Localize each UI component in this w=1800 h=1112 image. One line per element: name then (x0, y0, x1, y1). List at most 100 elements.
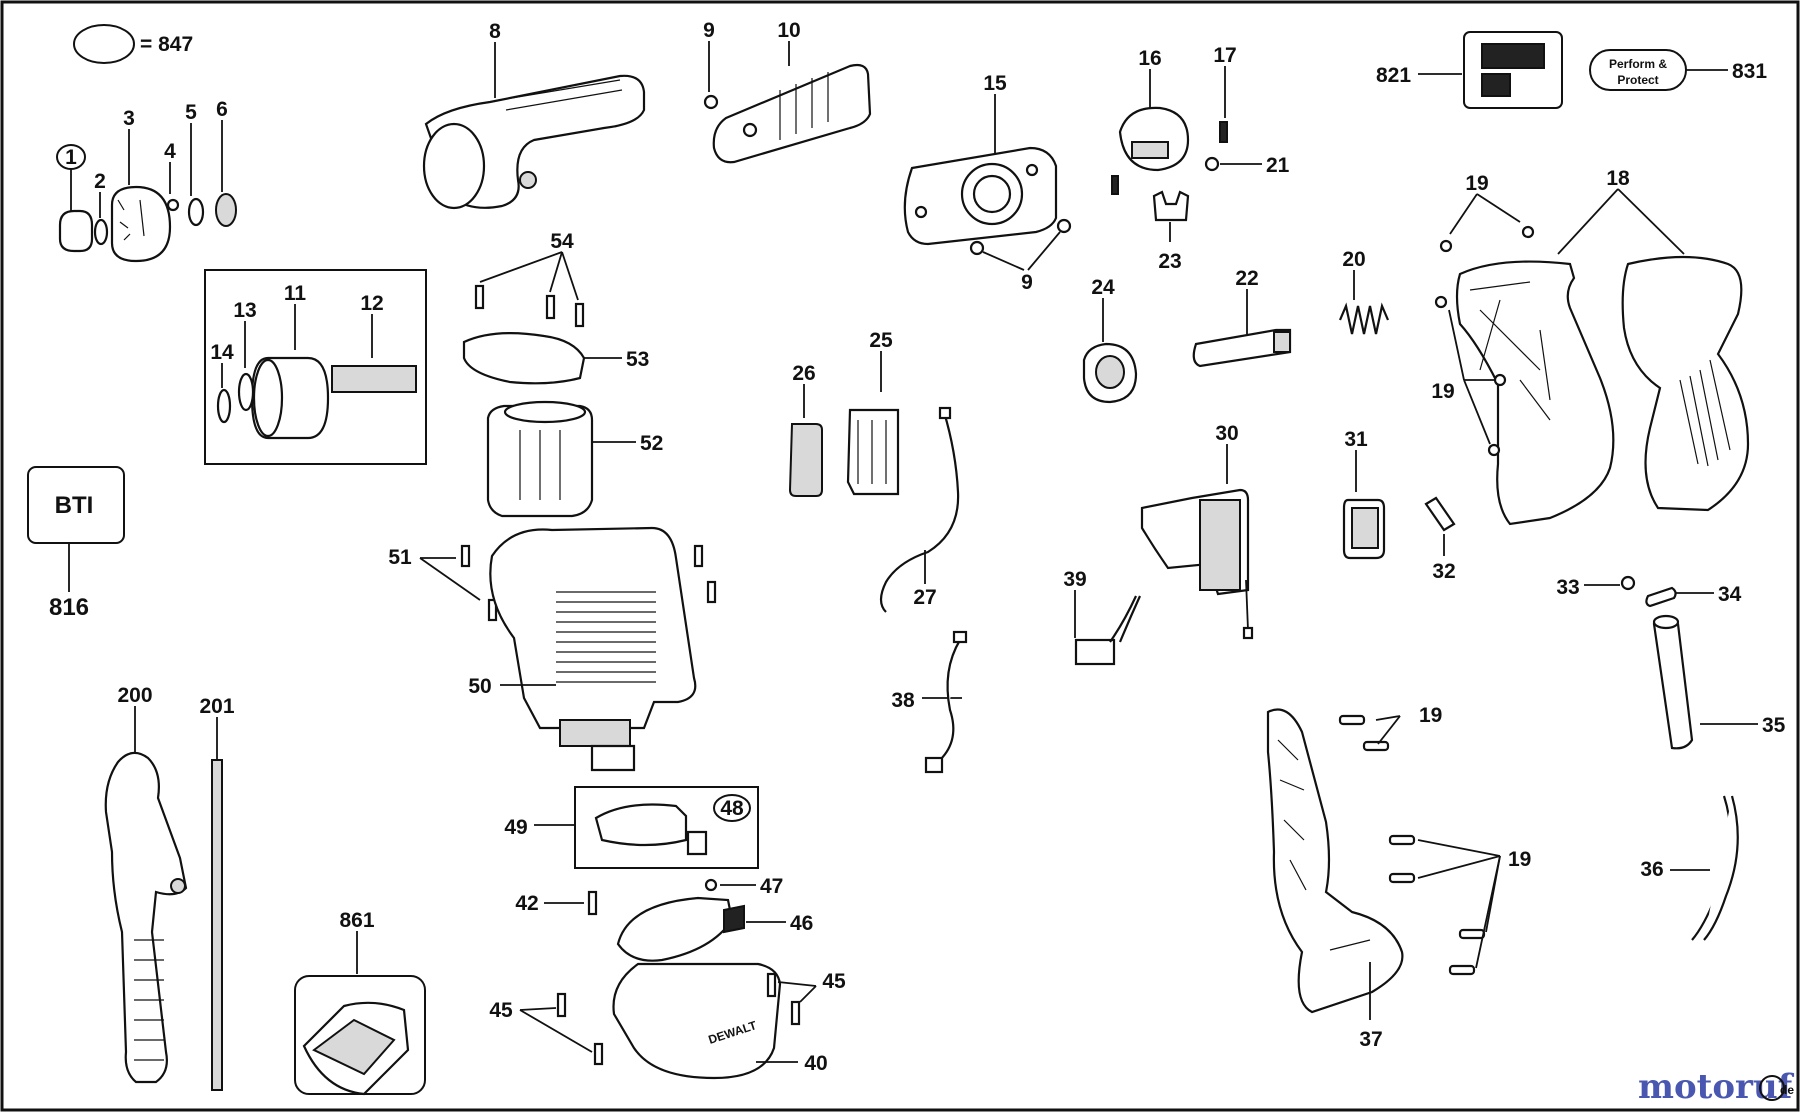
label-10: 10 (777, 19, 800, 42)
part-9-screw-icon (703, 94, 719, 110)
label-47: 47 (760, 875, 783, 898)
part-53-baffle (462, 332, 586, 385)
part-40-cover (612, 962, 782, 1080)
label-20: 20 (1342, 248, 1365, 271)
label-50: 50 (468, 675, 491, 698)
part-15-group: 15 9 (903, 72, 1072, 294)
part-37-housing (1266, 708, 1404, 1014)
screw-54b-icon (545, 294, 556, 320)
legend-equals-847: = 847 (140, 33, 193, 56)
part-35-tube (1652, 617, 1694, 750)
label-5: 5 (185, 101, 197, 124)
label-46: 46 (790, 912, 813, 935)
screw-19-l1-icon (1338, 714, 1366, 726)
label-34: 34 (1718, 583, 1742, 606)
label-49: 49 (504, 816, 527, 839)
label-25: 25 (869, 329, 893, 352)
screw-19b-icon (1521, 225, 1535, 239)
part-27-wire (879, 411, 960, 613)
part-49-ring (594, 803, 688, 847)
label-45-left: 45 (489, 999, 513, 1022)
label-13: 13 (233, 299, 256, 322)
label-8: 8 (489, 20, 501, 43)
label-plate-821 (1463, 31, 1563, 109)
part-33-screw-icon (1620, 575, 1636, 591)
part-861-group: 861 (294, 909, 426, 1096)
label-831: 831 (1732, 60, 1767, 83)
label-30: 30 (1215, 422, 1238, 445)
part-18-group: 18 19 19 (1431, 167, 1750, 526)
label-42: 42 (515, 892, 538, 915)
label-6: 6 (216, 98, 228, 121)
label-22: 22 (1235, 267, 1258, 290)
screw-45d-icon (790, 1000, 801, 1026)
part-16-23-group: 16 17 21 23 (1111, 44, 1290, 273)
part-48-latch (686, 830, 708, 856)
screw-19c-icon (1434, 295, 1448, 309)
side-handle-group: 200 201 (104, 684, 235, 1091)
label-19-top: 19 (1465, 172, 1488, 195)
label-38: 38 (891, 689, 915, 712)
screw-19a-icon (1439, 239, 1453, 253)
electrical-group: 25 26 27 (788, 329, 960, 613)
screw-45b-icon (593, 1042, 604, 1066)
part-9-screw-b-icon (1056, 218, 1072, 234)
label-201: 201 (199, 695, 234, 718)
part-38-group: 38 (891, 630, 968, 774)
label-17: 17 (1213, 44, 1236, 67)
part-50-group: 50 (468, 526, 697, 772)
labels-821-831: 821 Perform & Protect 831 (1376, 31, 1767, 109)
callout-circle-48-icon (713, 794, 751, 822)
label-27: 27 (913, 586, 936, 609)
label-31: 31 (1344, 428, 1368, 451)
part-23-clip (1152, 190, 1190, 222)
box-11-14 (204, 269, 427, 465)
label-32: 32 (1432, 560, 1455, 583)
part-39-capacitor (1074, 638, 1116, 666)
label-861: 861 (339, 909, 374, 932)
perform-protect-line1: Perform & (1609, 57, 1667, 71)
screw-45c-icon (766, 972, 777, 998)
part-21-screw-icon (1204, 156, 1220, 172)
part-18-housing-left (1455, 260, 1615, 526)
label-19-lower-b: 19 (1508, 848, 1531, 871)
label-35: 35 (1762, 714, 1786, 737)
label-3: 3 (123, 107, 135, 130)
label-14: 14 (210, 341, 234, 364)
label-53: 53 (626, 348, 649, 371)
label-54: 54 (550, 230, 574, 253)
part-46-plate (616, 896, 734, 962)
part-10-cover (712, 63, 872, 164)
part-9-screw-a-icon (969, 240, 985, 256)
label-821: 821 (1376, 64, 1411, 87)
bti-816: BTI 816 (27, 466, 125, 621)
part-12-spindle (331, 365, 417, 393)
part-34-bracket (1645, 586, 1677, 608)
label-11: 11 (284, 282, 307, 305)
screw-19-l6-icon (1448, 964, 1476, 976)
label-45-right: 45 (822, 970, 846, 993)
gear-box-group: 11 12 13 14 (204, 269, 427, 465)
label-40: 40 (804, 1052, 827, 1075)
screw-19d-icon (1493, 373, 1507, 387)
watermark-text: motoruf (1638, 1067, 1795, 1107)
screw-19-l4-icon (1388, 872, 1416, 884)
part-3-chuck-body (110, 185, 172, 263)
part-17-pin (1219, 121, 1228, 143)
part-5-washer (187, 197, 205, 227)
label-39: 39 (1063, 568, 1086, 591)
part-50-housing (489, 526, 697, 730)
label-1: 1 (65, 146, 77, 169)
watermark-suffix: de (1780, 1083, 1794, 1097)
legend-ellipse-icon (73, 24, 135, 64)
motor-group: 54 53 52 51 (388, 230, 717, 622)
label-816: 816 (49, 594, 89, 621)
screw-19-l5-icon (1458, 928, 1486, 940)
bti-label: BTI (55, 492, 94, 519)
box-49 (574, 786, 759, 869)
copyright-circle-icon (1759, 1075, 1785, 1101)
label-9-top: 9 (703, 19, 715, 42)
part-20-spring (1338, 302, 1390, 335)
label-51: 51 (388, 546, 412, 569)
